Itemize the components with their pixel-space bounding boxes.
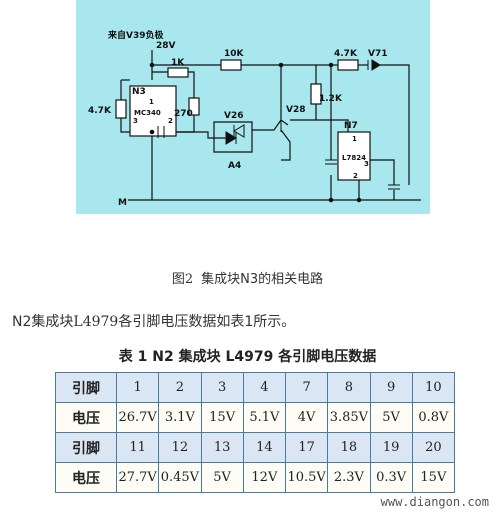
pin-number-cell: 17: [284, 432, 329, 463]
pin-number-cell: 9: [369, 372, 413, 403]
pin-number-cell: 4: [242, 372, 287, 403]
components: [115, 59, 371, 181]
a4-label: A4: [228, 161, 241, 171]
source-label: 来自V39负极: [107, 29, 164, 41]
voltage-header-cell: 电压: [55, 402, 117, 433]
voltage-value-cell: 15V: [411, 462, 456, 493]
v28-label: V28: [286, 105, 306, 115]
pin-number-cell: 8: [327, 372, 371, 403]
r-1-2k-label: 1.2K: [319, 94, 343, 104]
pin-number-cell: 13: [200, 432, 244, 463]
figure-number: 图2: [171, 272, 194, 287]
pin-number-cell: 1: [115, 372, 160, 403]
sentence-chip: L4979: [73, 314, 119, 330]
voltage-value-cell: 0.45V: [158, 462, 202, 493]
pin-number-cell: 20: [411, 432, 456, 463]
n3-chip-label: MC340: [134, 109, 161, 117]
pin-number-cell: 18: [327, 432, 371, 463]
voltage-value-cell: 5.1V: [242, 402, 287, 433]
voltage-value-cell: 10.5V: [284, 462, 329, 493]
r-1k-label: 1K: [171, 58, 185, 68]
voltage-value-cell: 0.3V: [369, 462, 413, 493]
pin-header-cell: 引脚: [55, 372, 117, 403]
voltage-value-cell: 27.7V: [115, 462, 160, 493]
voltage-value-cell: 3.1V: [158, 402, 202, 433]
n7-pin1-label: 1: [352, 135, 357, 143]
sentence-part2: 各引脚电压数据如表1所示。: [118, 314, 296, 330]
circuit-schematic: 来自V39负极 28V 10K 1K 4.7K 270 4.7K 1.2K N3…: [76, 0, 430, 214]
n7-pin3-label: 3: [364, 160, 369, 168]
voltage-value-cell: 5V: [200, 462, 244, 493]
n7-chip-label: L7824: [342, 154, 366, 162]
figure-caption-text: 集成块N3的相关电路: [201, 272, 324, 287]
pin-number-cell: 19: [369, 432, 413, 463]
r-4-7k-left-label: 4.7K: [88, 106, 112, 116]
pin-number-cell: 3: [200, 372, 244, 403]
voltage-label: 28V: [156, 41, 176, 51]
voltage-value-cell: 12V: [242, 462, 287, 493]
figure-caption: 图2 集成块N3的相关电路: [0, 268, 495, 287]
pin-header-cell: 引脚: [55, 432, 117, 463]
voltage-value-cell: 3.85V: [327, 402, 371, 433]
voltage-value-cell: 15V: [200, 402, 244, 433]
n7-pin2-label: 2: [353, 172, 358, 180]
v71-label: V71: [368, 49, 388, 59]
pin-number-cell: 7: [284, 372, 329, 403]
table-title: 表 1 N2 集成块 L4979 各引脚电压数据: [118, 349, 377, 365]
r-10k-label: 10K: [224, 49, 245, 59]
pin-number-cell: 2: [158, 372, 202, 403]
voltage-value-cell: 2.3V: [327, 462, 371, 493]
sentence-part1: N2集成块: [12, 314, 74, 330]
pin-number-cell: 12: [158, 432, 202, 463]
voltage-header-cell: 电压: [55, 462, 117, 493]
n3-label: N3: [132, 87, 146, 97]
wires: [120, 50, 421, 201]
r-4-7k-right-label: 4.7K: [334, 49, 358, 59]
voltage-value-cell: 4V: [284, 402, 329, 433]
n3-pin3-label: 3: [133, 117, 138, 125]
watermark: www.diangon.com: [380, 495, 489, 509]
ground-label: M: [118, 198, 127, 208]
v26-label: V26: [224, 111, 244, 121]
symbols: [149, 59, 400, 203]
n7-label: N7: [344, 121, 358, 131]
pin-number-cell: 14: [242, 432, 287, 463]
n3-pin1-label: 1: [149, 98, 154, 106]
n3-pin2-label: 2: [168, 117, 173, 125]
voltage-value-cell: 0.8V: [411, 402, 456, 433]
r-270-label: 270: [174, 109, 193, 119]
pin-number-cell: 10: [411, 372, 456, 403]
voltage-value-cell: 5V: [369, 402, 413, 433]
pin-number-cell: 11: [115, 432, 160, 463]
body-sentence: N2集成块L4979各引脚电压数据如表1所示。: [12, 311, 295, 331]
voltage-value-cell: 26.7V: [115, 402, 160, 433]
